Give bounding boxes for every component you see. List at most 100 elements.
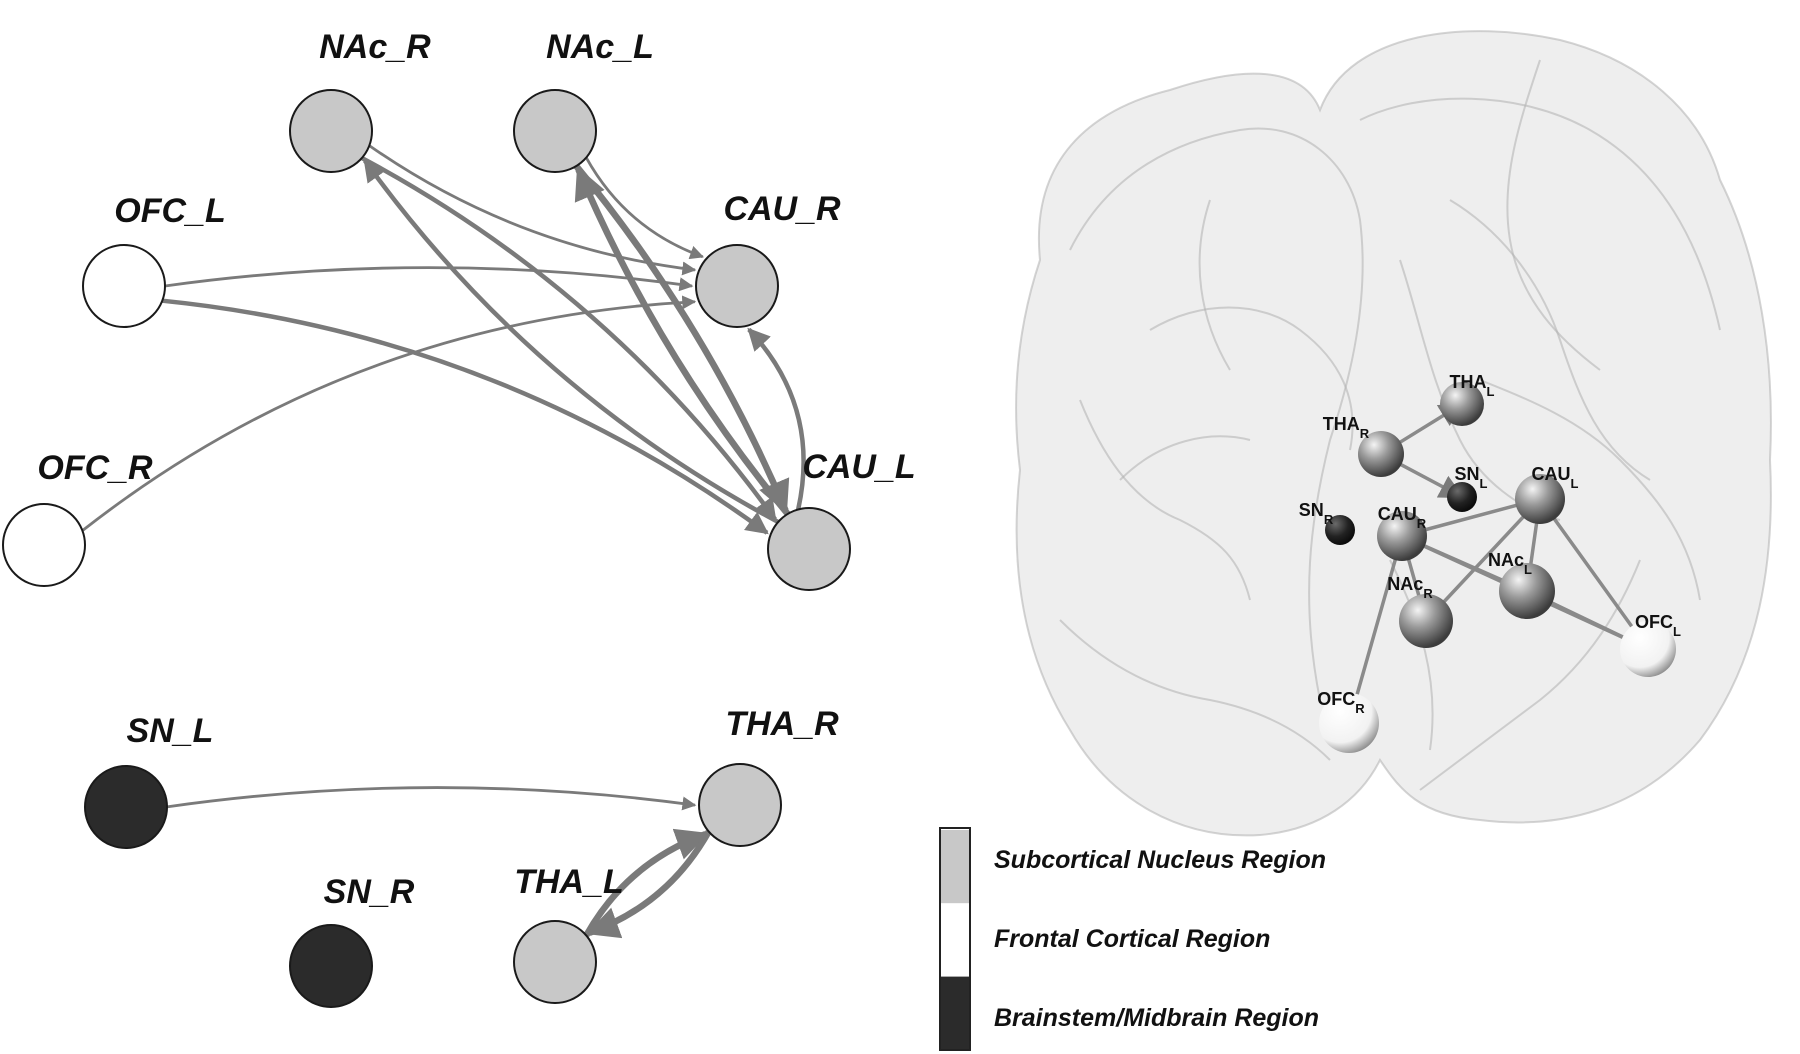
brain-edge-ofc-r-to-cau-r <box>1347 533 1408 724</box>
edge-tha-r-to-tha-l <box>586 829 712 939</box>
brain-sphere <box>1377 511 1427 561</box>
node-label: SN_L <box>127 712 214 750</box>
brain-node-label: NAcR <box>1387 574 1433 601</box>
legend-label-frontal: Frontal Cortical Region <box>994 925 1270 953</box>
brain-label-sub: R <box>1417 516 1427 531</box>
brain-node-label: SNL <box>1455 464 1488 491</box>
brain-sphere <box>1358 431 1404 477</box>
brain-sphere <box>1325 515 1355 545</box>
brain-label-base: OFC <box>1317 689 1355 709</box>
node-label: NAc_L <box>546 28 654 66</box>
node-label: NAc_R <box>319 28 431 66</box>
node-circle <box>695 244 779 328</box>
legend-label-subcortical: Subcortical Nucleus Region <box>994 846 1326 874</box>
node-label: OFC_R <box>37 449 153 487</box>
brain-label-base: OFC <box>1635 612 1673 632</box>
node-nac-l: NAc_L <box>513 28 654 173</box>
node-ofc-l: OFC_L <box>82 192 226 328</box>
edge-nac-r-to-cau-l <box>360 156 777 522</box>
brain-label-base: THA <box>1323 414 1360 434</box>
node-label: THA_L <box>514 863 624 901</box>
brain-label-base: THA <box>1450 372 1487 392</box>
node-circle <box>513 920 597 1004</box>
edge-sn-l-to-tha-r <box>166 786 697 811</box>
brain-node-label: CAUR <box>1378 504 1427 531</box>
node-ofc-r: OFC_R <box>2 449 153 587</box>
brain-sphere <box>1499 563 1555 619</box>
brain-node-label: OFCR <box>1317 689 1365 716</box>
node-circle <box>289 924 373 1008</box>
node-circle <box>767 507 851 591</box>
brain-label-sub: L <box>1480 476 1488 491</box>
node-label: CAU_L <box>802 448 915 486</box>
brain-node-sn-r: SNR <box>1299 500 1355 545</box>
edge-ofc-r-to-cau-r <box>81 295 697 532</box>
brain-label-sub: R <box>1324 512 1334 527</box>
brain-label-base: SN <box>1299 500 1324 520</box>
node-tha-r: THA_R <box>698 705 839 847</box>
legend-swatch-brainstem <box>941 976 969 1050</box>
node-cau-r: CAU_R <box>695 190 841 328</box>
graph-edges <box>81 144 806 939</box>
brain-node-nac-l: NAcL <box>1488 550 1555 619</box>
node-label: THA_R <box>725 705 839 743</box>
edge-ofc-l-to-cau-r <box>164 266 694 292</box>
brain-sphere <box>1399 594 1453 648</box>
brain-label-sub: R <box>1355 701 1365 716</box>
brain-node-label: THAL <box>1450 372 1495 399</box>
node-label: CAU_R <box>723 190 841 228</box>
brain-label-base: NAc <box>1488 550 1524 570</box>
brain-surface-icon <box>1015 30 1772 837</box>
brain-label-base: CAU <box>1378 504 1417 524</box>
brain-node-tha-r: THAR <box>1323 414 1404 477</box>
edge-cau-l-to-cau-r <box>747 327 806 510</box>
brain-node-sn-l: SNL <box>1447 464 1488 512</box>
brain-label-sub: R <box>1423 586 1433 601</box>
graph-nodes: NAc_R NAc_L OFC_L CAU_R OFC_R CAU_L SN_L THA_R S… <box>2 28 916 1008</box>
brain-node-cau-l: CAUL <box>1515 464 1579 524</box>
node-circle <box>513 89 597 173</box>
node-sn-r: SN_R <box>289 873 415 1008</box>
brain-node-ofc-r: OFCR <box>1317 689 1379 753</box>
brain-sphere <box>1319 693 1379 753</box>
node-cau-l: CAU_L <box>767 448 916 591</box>
brain-label-base: SN <box>1455 464 1480 484</box>
brain-edge-nac-r-to-cau-l <box>1424 497 1542 623</box>
legend-bar-outline <box>939 827 971 1051</box>
edge-nac-l-to-cau-r <box>584 156 705 260</box>
brain-node-label: THAR <box>1323 414 1370 441</box>
legend-swatch-subcortical <box>941 830 969 904</box>
brain-label-sub: L <box>1524 562 1532 577</box>
brain-node-label: NAcL <box>1488 550 1532 577</box>
node-nac-r: NAc_R <box>289 28 431 173</box>
brain-node-cau-r: CAUR <box>1377 504 1427 561</box>
brain-label-sub: L <box>1673 624 1681 639</box>
edge-nac-l-to-cau-l <box>573 163 790 514</box>
brain-label-sub: L <box>1571 476 1579 491</box>
brain-sphere <box>1620 621 1676 677</box>
brain-edge-cau-l-to-ofc-l <box>1538 497 1650 651</box>
node-circle <box>289 89 373 173</box>
brain-node-label: OFCL <box>1635 612 1681 639</box>
brain-node-ofc-l: OFCL <box>1620 612 1681 677</box>
brain-node-nac-r: NAcR <box>1387 574 1453 648</box>
edge-cau-l-to-nac-r <box>363 158 780 524</box>
brain-label-base: NAc <box>1387 574 1423 594</box>
brain-node-label: SNR <box>1299 500 1334 527</box>
legend-swatch-frontal <box>941 903 969 977</box>
node-circle <box>2 503 86 587</box>
brain-node-label: CAUL <box>1532 464 1579 491</box>
node-circle <box>698 763 782 847</box>
edge-ofc-l-to-cau-l <box>162 298 769 535</box>
edge-cau-l-to-nac-l <box>574 166 791 517</box>
node-sn-l: SN_L <box>84 712 214 849</box>
brain-label-base: CAU <box>1532 464 1571 484</box>
brain-sphere <box>1447 482 1477 512</box>
brain-label-sub: R <box>1360 426 1370 441</box>
brain-label-sub: L <box>1487 384 1495 399</box>
brain-node-tha-l: THAL <box>1440 372 1495 426</box>
brain-sphere <box>1515 474 1565 524</box>
